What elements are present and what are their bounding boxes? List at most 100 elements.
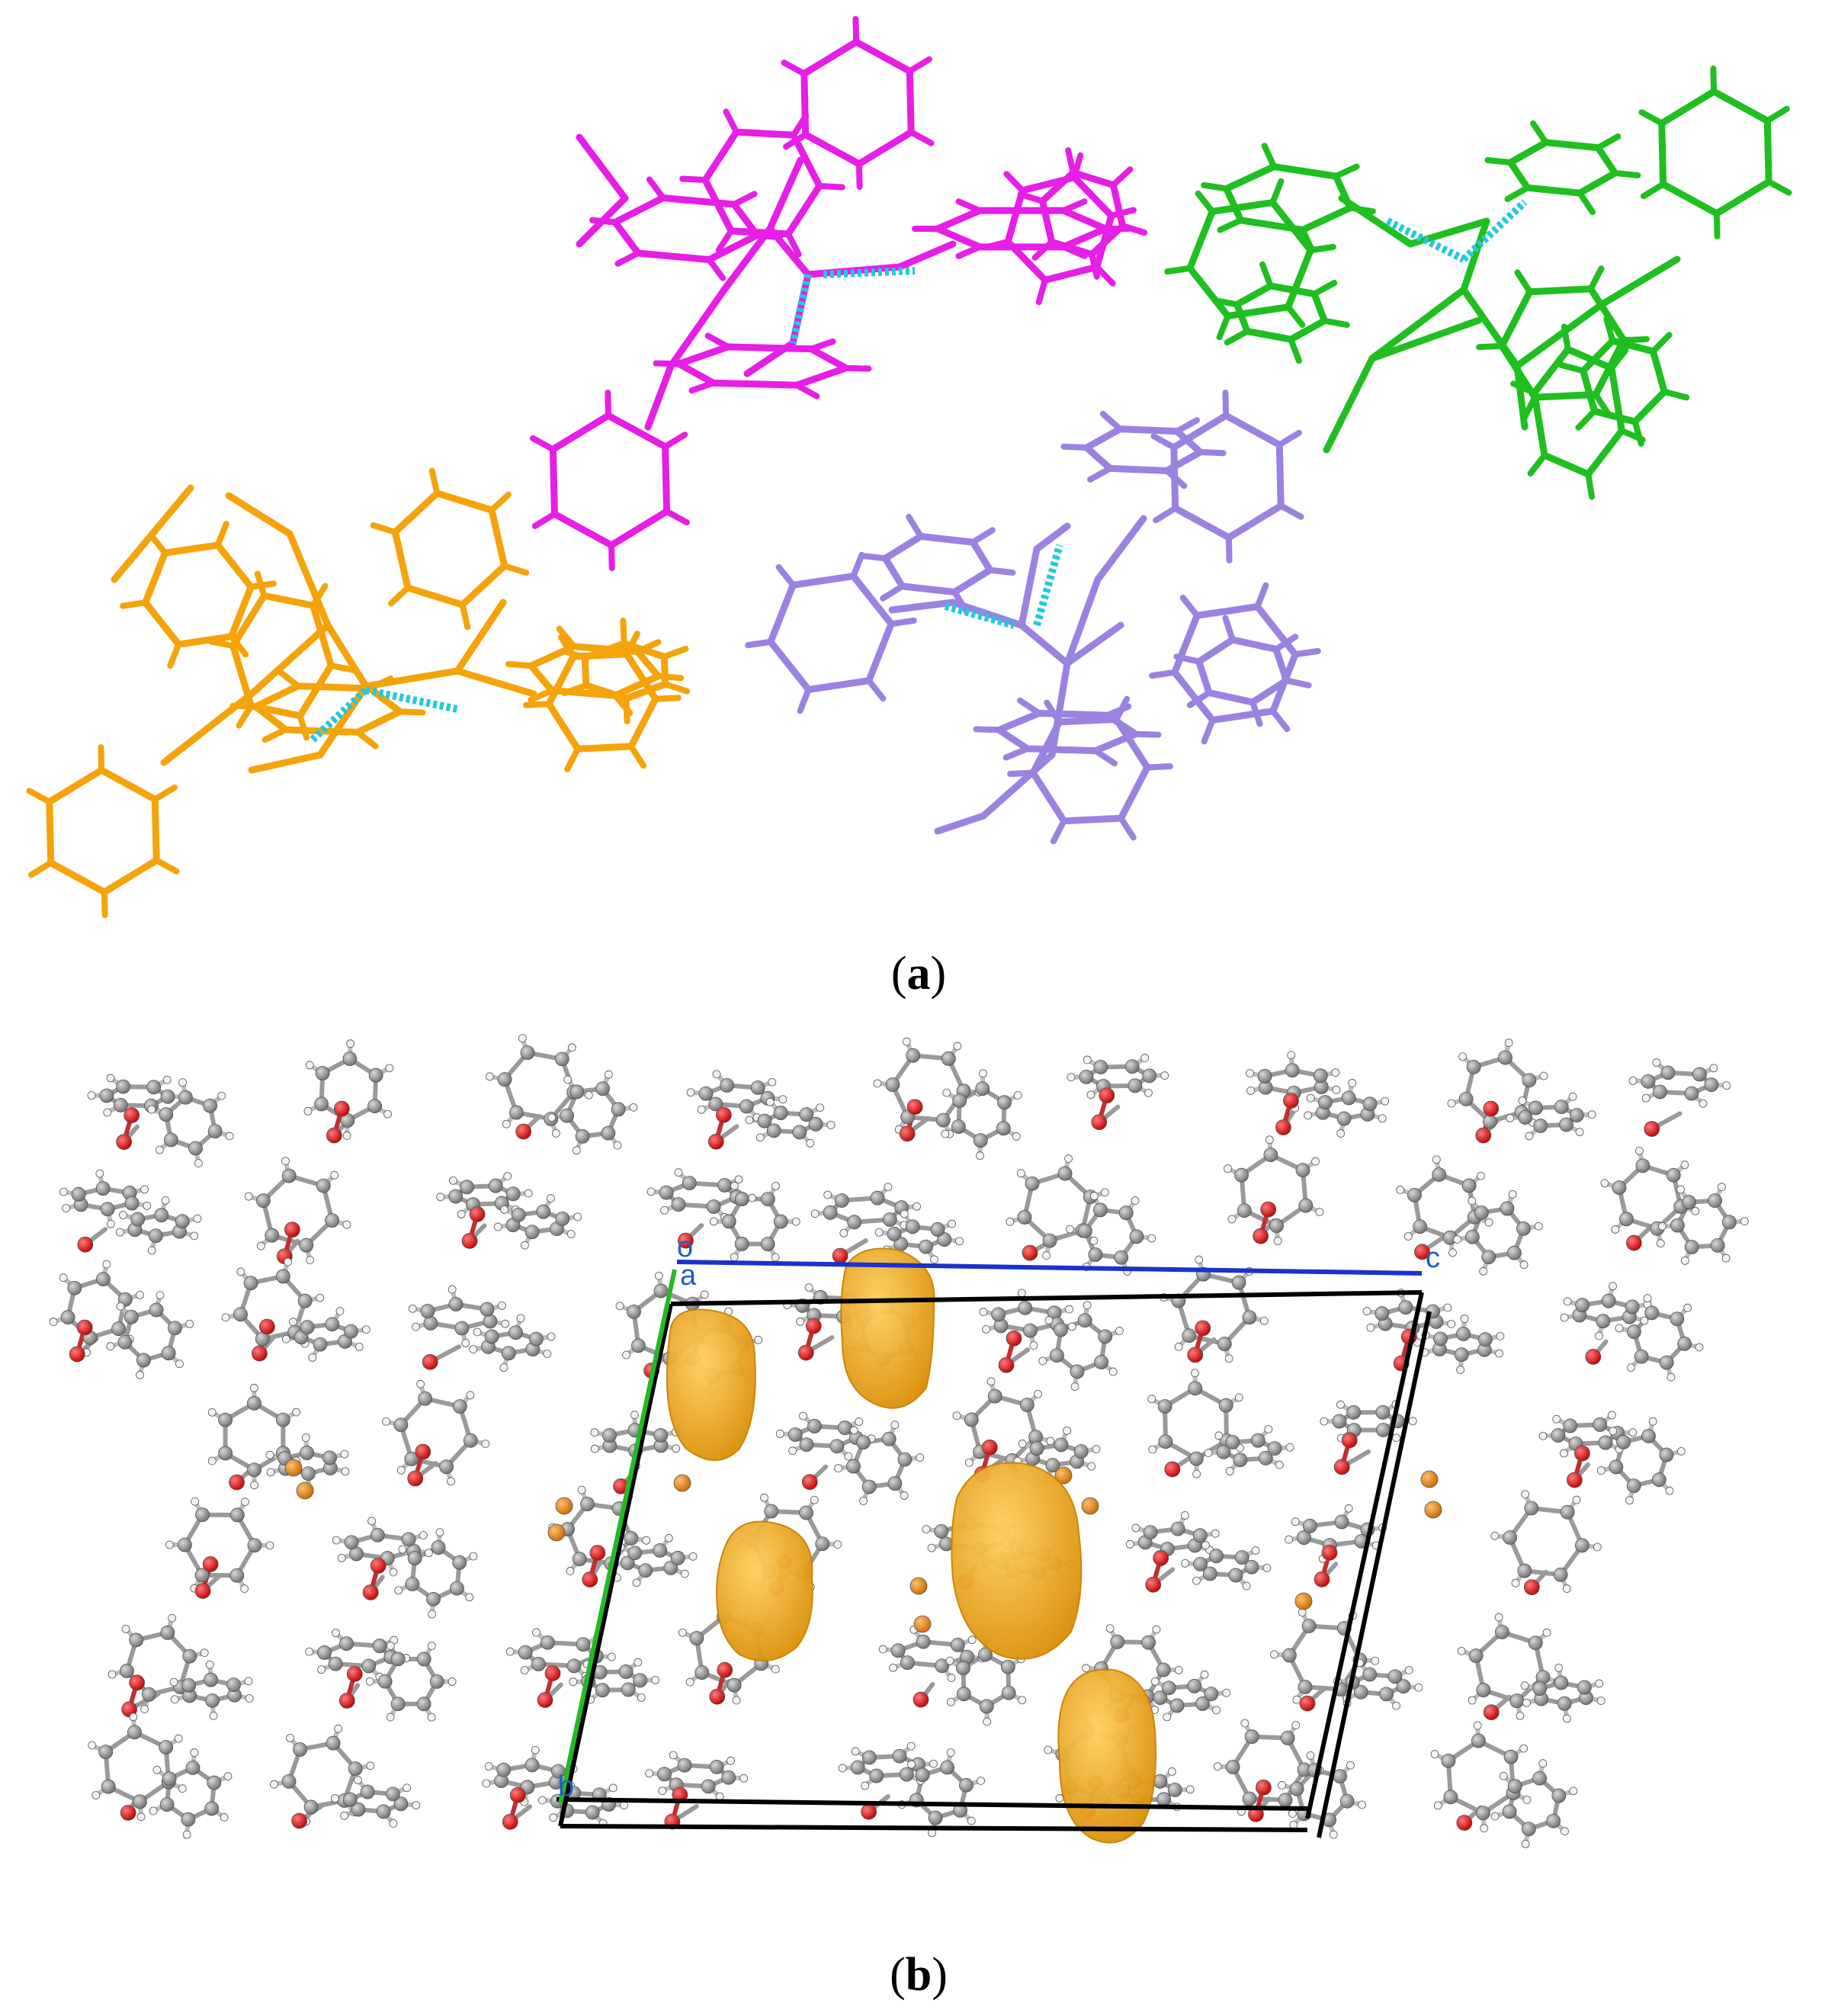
carbon-atom (1627, 1324, 1641, 1339)
hydrogen-atom (354, 1776, 362, 1784)
hydrogen-atom (386, 1713, 395, 1722)
carbon-atom (127, 1725, 142, 1740)
void-surface (666, 1308, 756, 1461)
hydrogen-atom (976, 1151, 984, 1160)
hydrogen-atom (1640, 1316, 1649, 1325)
hydrogen-atom (1458, 1052, 1468, 1061)
carbon-atom (916, 1634, 931, 1649)
hydrogen-atom (849, 1426, 858, 1435)
carbon-atom (1295, 1163, 1310, 1177)
carbon-atom (342, 1792, 358, 1807)
hydrogen-atom (49, 1318, 58, 1326)
cell-edge (560, 1824, 1308, 1832)
oxygen-atom (677, 1232, 694, 1249)
carbon-atom (181, 1677, 197, 1693)
phosphorus-atom (555, 1497, 573, 1515)
hydrogen-atom (1311, 1157, 1320, 1166)
hydrogen-atom (427, 1713, 436, 1722)
phosphorus-atom (1081, 1497, 1099, 1515)
hydrogen-atom (547, 1194, 555, 1203)
hydrogen-atom (739, 1774, 749, 1783)
phosphorus-atom (284, 1459, 303, 1477)
carbon-atom (760, 1192, 775, 1207)
hydrogen-stick (1153, 505, 1179, 524)
hydrogen-atom (301, 1433, 310, 1442)
hydrogen-stick (167, 641, 182, 669)
carbon-atom (524, 1758, 540, 1773)
hydrogen-atom (416, 1379, 425, 1388)
bond-stick (1368, 316, 1483, 362)
hydrogen-atom (1628, 1428, 1638, 1437)
hydrogen-atom (1086, 1090, 1095, 1099)
phenyl-ring-stick (391, 490, 508, 608)
carbon-atom (847, 1215, 862, 1230)
hydrogen-atom (669, 1751, 678, 1760)
carbon-atom (846, 1459, 861, 1474)
hydrogen-atom (289, 1318, 297, 1326)
hydrogen-atom (1473, 1721, 1482, 1730)
hydrogen-atom (816, 1103, 825, 1112)
carbon-atom (1332, 1414, 1347, 1429)
carbon-atom (149, 1302, 164, 1318)
carbon-atom (60, 1310, 75, 1325)
hydrogen-atom (1163, 1713, 1172, 1722)
oxygen-atom (469, 1206, 486, 1222)
hydrogen-atom (1479, 1266, 1488, 1276)
hydrogen-atom (1722, 1081, 1731, 1090)
hydrogen-atom (1224, 1354, 1233, 1363)
hydrogen-atom (1658, 1221, 1666, 1231)
carbon-atom (734, 1237, 749, 1251)
hydrogen-atom (169, 1677, 178, 1687)
carbon-atom (370, 1527, 385, 1542)
hydrogen-atom (1029, 1341, 1038, 1350)
carbon-atom (448, 1189, 464, 1204)
hydrogen-stick (387, 584, 411, 607)
hydrogen-stick (781, 59, 807, 77)
hydrogen-atom (700, 1290, 709, 1299)
axis-label-a: a (680, 1260, 697, 1292)
cell-edge (556, 1797, 1308, 1811)
hydrogen-atom (245, 1694, 254, 1703)
hydrogen-atom (660, 1205, 669, 1215)
hydrogen-atom (712, 1070, 721, 1079)
carbon-atom (815, 1536, 830, 1552)
carbon-atom (1660, 1065, 1676, 1080)
hydrogen-atom (646, 1187, 656, 1196)
hydrogen-atom (161, 1196, 170, 1205)
carbon-atom (207, 1124, 223, 1139)
carbon-atom (1481, 1250, 1496, 1265)
hydrogen-stick (620, 618, 627, 647)
carbon-atom (1507, 1779, 1522, 1794)
bond-stick (1460, 217, 1490, 294)
hydrogen-atom (1628, 1076, 1638, 1085)
hydrogen-atom (1064, 1154, 1073, 1163)
phosphorus-atom (1054, 1466, 1073, 1485)
carbon-atom (670, 1550, 685, 1565)
panel-a-label: (a) (891, 948, 946, 1000)
hydrogen-stick (970, 527, 996, 546)
carbon-atom (1524, 1501, 1539, 1516)
bond-stick (149, 484, 194, 538)
hydrogen-atom (791, 1217, 800, 1226)
carbon-atom (627, 1546, 643, 1561)
hydrogen-stick (906, 56, 932, 75)
hydrogen-atom (1125, 1539, 1134, 1549)
panel-a-label-close: ) (931, 948, 947, 1000)
hydrogen-stick (1333, 163, 1360, 180)
oxygen-atom (899, 1125, 916, 1142)
bond-stick (324, 621, 370, 690)
oxygen-atom (1341, 1432, 1358, 1449)
hydrogen-stick (1641, 181, 1666, 200)
carbon-atom (1635, 1158, 1650, 1173)
carbon-atom (1234, 1167, 1249, 1183)
carbon-atom (978, 1647, 993, 1662)
hydrogen-atom (1656, 1239, 1665, 1248)
carbon-atom (162, 1771, 177, 1786)
carbon-atom (1187, 1678, 1202, 1693)
carbon-atom (159, 1107, 174, 1122)
hydrogen-atom (244, 1192, 253, 1201)
hydrogen-stick (1211, 297, 1240, 308)
carbon-atom (1193, 1556, 1208, 1571)
carbon-atom (1000, 1659, 1015, 1674)
